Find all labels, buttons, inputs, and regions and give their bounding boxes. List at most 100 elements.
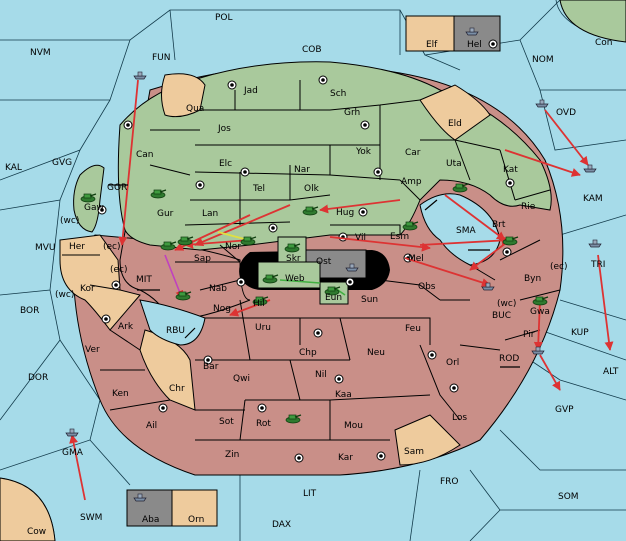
land-label-elf: Elf (426, 40, 438, 50)
land-label-nor: Nor (225, 242, 241, 252)
land-label-gur: Gur (157, 209, 174, 219)
land-label-can: Can (136, 150, 154, 160)
land-label-car: Car (405, 148, 421, 158)
land-label-yok: Yok (355, 147, 372, 157)
sam-region[interactable] (394, 414, 461, 466)
sea-label-sma: SMA (456, 226, 476, 236)
sea-label-fun: FUN (152, 53, 171, 63)
land-label-nar: Nar (294, 165, 310, 175)
sea-label-cob: COB (302, 45, 322, 55)
sea-label-gvg: GVG (52, 158, 72, 168)
land-label-orn: Orn (188, 515, 204, 525)
land-label-ec3: (ec) (550, 262, 568, 272)
land-label-eun: Eun (325, 293, 342, 303)
land-label-wc1: (wc) (60, 216, 79, 226)
orn-region[interactable] (171, 489, 218, 527)
land-label-ver: Ver (85, 345, 100, 355)
sea-label-alt: ALT (603, 367, 619, 377)
sea-label-fro: FRO (440, 477, 459, 487)
land-label-kar: Kar (338, 453, 353, 463)
land-label-hel: Hel (467, 40, 482, 50)
sea-label-rbu: RBU (166, 326, 185, 336)
land-label-sam: Sam (404, 447, 424, 457)
land-label-hug: Hug (336, 208, 354, 218)
sea-label-gma: GMA (62, 448, 84, 458)
land-label-eld: Eld (448, 119, 462, 129)
land-label-mou: Mou (344, 421, 363, 431)
land-label-zin: Zin (225, 450, 239, 460)
sea-label-swm: SWM (80, 513, 102, 523)
land-label-ken: Ken (112, 389, 129, 399)
land-label-ost: Ost (316, 257, 332, 267)
land-label-elc: Elc (219, 159, 232, 169)
land-label-los: Los (452, 413, 467, 423)
adjacency-markers (108, 184, 520, 368)
land-label-ec1: (ec) (103, 242, 121, 252)
sea-label-dor: DOR (28, 373, 48, 383)
eld-region[interactable] (419, 84, 491, 141)
land-label-kor: Kor (80, 284, 95, 294)
sea-label-mvu: MVU (35, 243, 56, 253)
land-label-her: Her (69, 242, 85, 252)
land-label-mel: Mel (408, 254, 424, 264)
sea-label-tri: TRI (590, 260, 605, 270)
sea-label-gor: GOR (107, 183, 127, 193)
land-label-rie: Rie (521, 202, 536, 212)
land-label-chr: Chr (169, 384, 185, 394)
land-label-wc3: (wc) (497, 299, 516, 309)
land-label-gaw: Gaw (84, 203, 104, 213)
land-label-brt: Brt (492, 220, 506, 230)
qua-region[interactable] (161, 73, 206, 118)
land-label-nab: Nab (209, 284, 227, 294)
sea-label-nom: NOM (532, 55, 554, 65)
land-label-grh: Grh (344, 108, 360, 118)
land-labels: Elf Hel Jad Sch Qua Jos Grh Eld Can Yok … (55, 40, 568, 525)
sea-label-som: SOM (558, 492, 579, 502)
land-label-chp: Chp (299, 348, 317, 358)
sea-label-rod: ROD (499, 354, 519, 364)
sea-label-nvm: NVM (30, 48, 51, 58)
land-label-ec2: (ec) (110, 265, 128, 275)
land-label-gwa: Gwa (530, 307, 550, 317)
land-label-feu: Feu (405, 324, 421, 334)
sea-label-con: Con (595, 38, 613, 48)
land-label-pir: Pir (523, 330, 535, 340)
sea-label-ovd: OVD (556, 108, 576, 118)
land-label-sch: Sch (330, 89, 346, 99)
land-label-olk: Olk (304, 184, 320, 194)
sea-label-bor: BOR (20, 306, 39, 316)
land-label-nog: Nog (213, 304, 231, 314)
land-label-obs: Obs (418, 282, 436, 292)
land-label-lan: Lan (202, 209, 218, 219)
land-label-web: Web (285, 274, 305, 284)
sea-label-mit: MIT (136, 275, 152, 285)
sea-label-pol: POL (215, 13, 233, 23)
land-label-wc2: (wc) (55, 290, 74, 300)
land-label-byn: Byn (524, 274, 541, 284)
sea-label-gvp: GVP (555, 405, 574, 415)
sea-label-kam: KAM (583, 194, 603, 204)
land-label-neu: Neu (367, 348, 385, 358)
land-label-sot: Sot (219, 417, 234, 427)
land-label-qua: Qua (186, 104, 204, 114)
land-label-vil: Vil (355, 233, 366, 243)
land-label-jad: Jad (243, 86, 258, 96)
sea-label-kal: KAL (5, 163, 22, 173)
land-label-ark: Ark (118, 322, 134, 332)
land-label-sun: Sun (361, 295, 378, 305)
elf-region[interactable] (405, 15, 455, 52)
land-label-esm: Esm (390, 232, 409, 242)
land-label-orl: Orl (446, 358, 459, 368)
land-label-ail: Ail (146, 421, 157, 431)
land-label-uru: Uru (255, 323, 271, 333)
land-label-rot: Rot (256, 419, 271, 429)
her-kor-region[interactable] (59, 234, 141, 331)
aba-region[interactable] (126, 489, 173, 527)
land-label-kaa: Kaa (335, 390, 352, 400)
sea-label-buc: BUC (492, 311, 511, 321)
land-label-jos: Jos (217, 124, 231, 134)
land-label-nil: Nil (315, 370, 327, 380)
sma-sea[interactable] (419, 193, 501, 266)
